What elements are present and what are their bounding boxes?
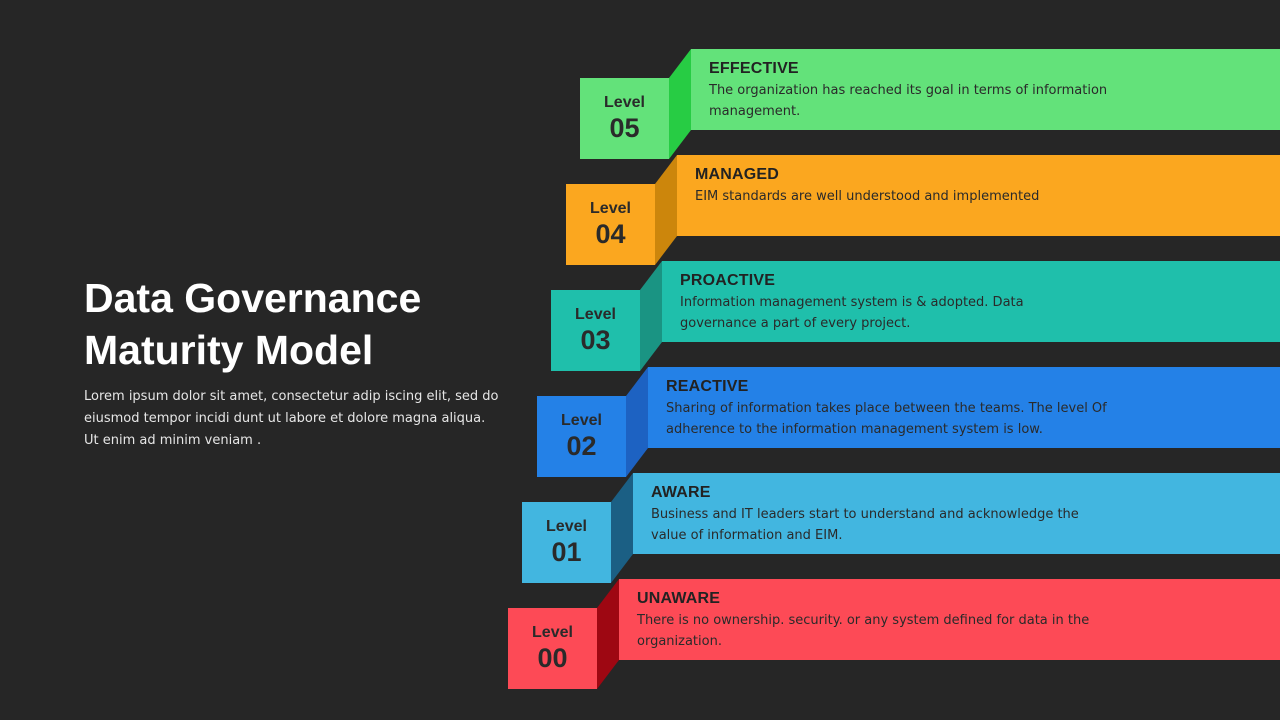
level-side-face xyxy=(640,261,662,371)
level-description-line: management. xyxy=(709,104,801,119)
level-side-face xyxy=(669,49,691,159)
level-label: Level xyxy=(532,624,573,641)
level-side-face xyxy=(655,155,677,265)
level-description-line: governance a part of every project. xyxy=(680,316,911,331)
slide-description: Lorem ipsum dolor sit amet, consectetur … xyxy=(84,386,514,452)
level-description: EIM standards are well understood and im… xyxy=(695,186,1125,207)
level-badge: Level 00 xyxy=(508,608,597,689)
level-description: Sharing of information takes place betwe… xyxy=(666,398,1107,440)
level-label: Level xyxy=(590,200,631,217)
level-label: Level xyxy=(546,518,587,535)
slide-title: Data Governance Maturity Model xyxy=(84,272,504,376)
level-badge: Level 05 xyxy=(580,78,669,159)
level-description-line: EIM standards are well understood and im… xyxy=(695,189,1040,204)
level-label: Level xyxy=(561,412,602,429)
level-band: AWARE Business and IT leaders start to un… xyxy=(633,473,1280,554)
level-number: 04 xyxy=(595,219,626,249)
level-description: Information management system is & adopt… xyxy=(680,292,1110,334)
description-line-2: eiusmod tempor incidi dunt ut labore et … xyxy=(84,411,486,426)
level-title: PROACTIVE xyxy=(680,272,776,289)
level-title: REACTIVE xyxy=(666,378,749,395)
level-number: 03 xyxy=(580,325,611,355)
level-badge: Level 01 xyxy=(522,502,611,583)
level-description-line: adherence to the information management … xyxy=(666,422,1043,437)
level-band: REACTIVE Sharing of information takes pla… xyxy=(648,367,1280,448)
level-title: UNAWARE xyxy=(637,590,721,607)
level-number: 02 xyxy=(566,431,597,461)
level-side-face xyxy=(626,367,648,477)
description-line-1: Lorem ipsum dolor sit amet, consectetur … xyxy=(84,389,499,404)
level-title: AWARE xyxy=(651,484,711,501)
level-badge: Level 04 xyxy=(566,184,655,265)
level-description-line: There is no ownership. security. or any … xyxy=(637,613,1090,628)
level-label: Level xyxy=(575,306,616,323)
level-band: UNAWARE There is no ownership. security. … xyxy=(619,579,1280,660)
level-band: MANAGED EIM standards are well understood… xyxy=(677,155,1280,236)
level-number: 05 xyxy=(609,113,640,143)
level-side-face xyxy=(597,579,619,689)
level-description: The organization has reached its goal in… xyxy=(709,80,1139,122)
level-title: MANAGED xyxy=(695,166,780,183)
slide-title-line-1: Data Governance xyxy=(84,275,422,321)
level-description-line: Information management system is & adopt… xyxy=(680,295,1024,310)
level-band: EFFECTIVE The organization has reached it… xyxy=(691,49,1280,130)
level-description: Business and IT leaders start to underst… xyxy=(651,504,1081,546)
level-badge: Level 03 xyxy=(551,290,640,371)
level-description: There is no ownership. security. or any … xyxy=(637,610,1090,652)
level-side-face xyxy=(611,473,633,583)
level-label: Level xyxy=(604,94,645,111)
level-band: PROACTIVE Information management system i… xyxy=(662,261,1280,342)
level-description-line: value of information and EIM. xyxy=(651,528,843,543)
description-line-3: Ut enim ad minim veniam . xyxy=(84,433,262,448)
level-badge: Level 02 xyxy=(537,396,626,477)
level-description-line: organization. xyxy=(637,634,722,649)
slide-title-line-2: Maturity Model xyxy=(84,327,374,373)
level-number: 01 xyxy=(551,537,582,567)
level-title: EFFECTIVE xyxy=(709,60,799,77)
level-number: 00 xyxy=(537,643,568,673)
level-description-line: The organization has reached its goal in… xyxy=(709,83,1108,98)
level-description-line: Business and IT leaders start to underst… xyxy=(651,507,1079,522)
level-description-line: Sharing of information takes place betwe… xyxy=(666,401,1107,416)
